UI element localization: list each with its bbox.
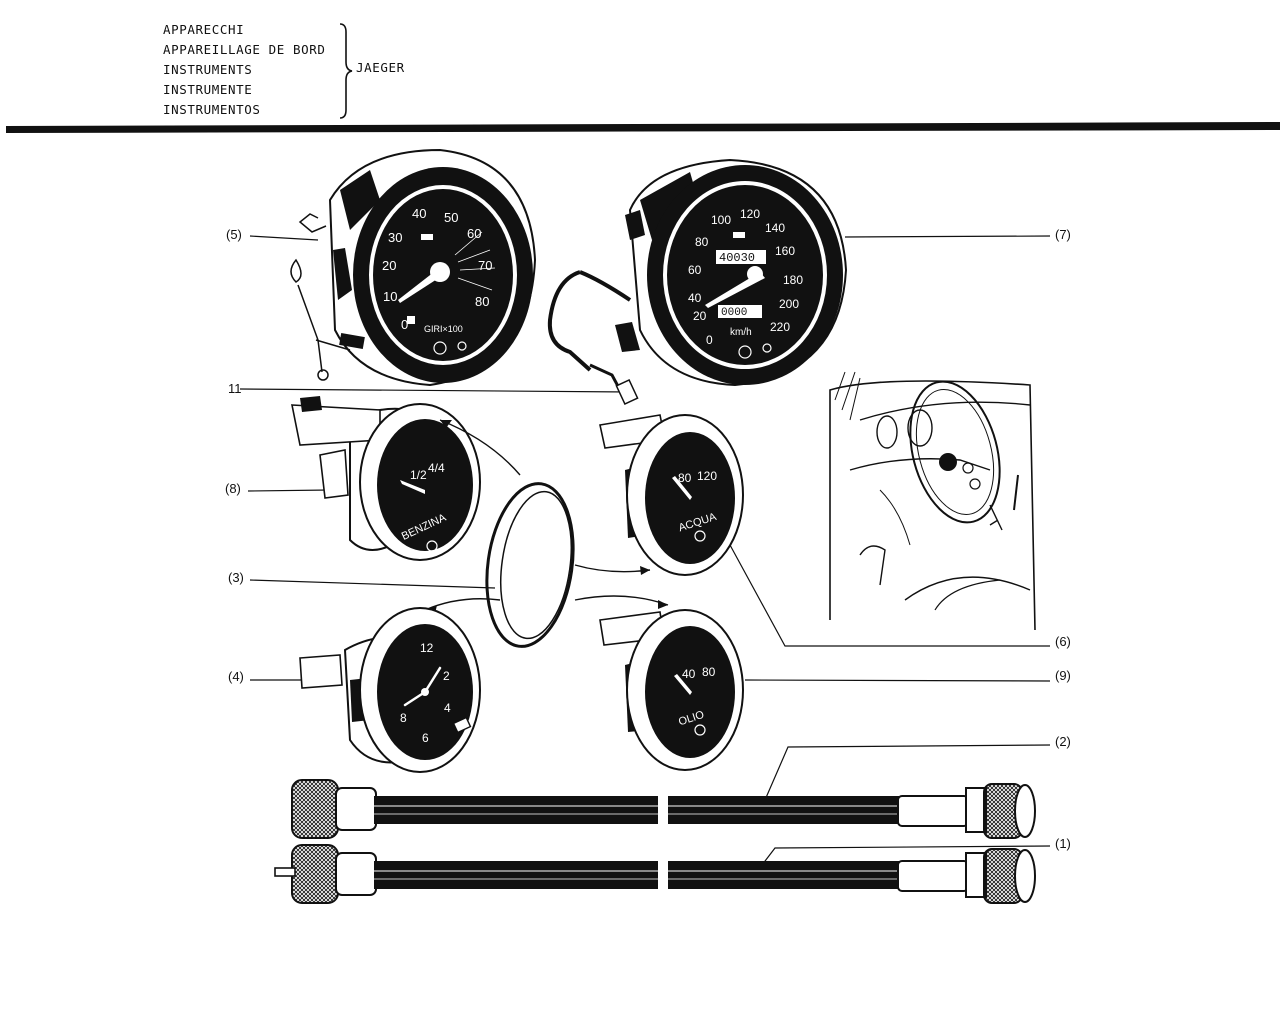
tach-tick-0: 0 xyxy=(401,317,408,332)
speed-tick-120: 120 xyxy=(740,207,760,221)
clock-tick-6: 6 xyxy=(422,731,429,745)
oil-tick-40: 40 xyxy=(682,667,696,681)
tach-tick-20: 20 xyxy=(382,258,396,273)
speed-tick-100: 100 xyxy=(711,213,731,227)
clock: 12 2 4 6 8 xyxy=(299,607,481,773)
callout-5: (5) xyxy=(226,227,242,242)
oil-tick-80: 80 xyxy=(702,665,716,679)
tach-tick-10: 10 xyxy=(383,289,397,304)
speed-tick-140: 140 xyxy=(765,221,785,235)
callout-11: 11 xyxy=(228,381,242,396)
tachometer: 0 10 20 30 40 50 60 70 80 GIRI×100 xyxy=(290,148,537,387)
title-de: INSTRUMENTE xyxy=(163,82,253,97)
speed-tick-220: 220 xyxy=(770,320,790,334)
speed-tick-200: 200 xyxy=(779,297,799,311)
dashboard-inset xyxy=(829,371,1036,631)
clock-tick-12: 12 xyxy=(420,641,434,655)
callout-3: (3) xyxy=(228,570,244,585)
speed-tick-180: 180 xyxy=(783,273,803,287)
callout-2: (2) xyxy=(1055,734,1071,749)
water-tick-80: 80 xyxy=(678,471,692,485)
callout-6: (6) xyxy=(1055,634,1071,649)
tach-tick-70: 70 xyxy=(478,258,492,273)
title-it: APPARECCHI xyxy=(163,22,245,37)
trip-odometer: 0000 xyxy=(721,307,747,319)
brace-icon xyxy=(339,23,353,119)
oil-pressure-gauge: 40 80 OLIO xyxy=(599,609,744,771)
tach-tick-80: 80 xyxy=(475,294,489,309)
fuel-tick-half: 1/2 xyxy=(410,468,427,482)
leader-lines xyxy=(239,235,1051,866)
clock-tick-8: 8 xyxy=(400,711,407,725)
title-fr: APPAREILLAGE DE BORD xyxy=(163,42,326,57)
manufacturer-name: JAEGER xyxy=(356,60,405,75)
tachometer-cable-1 xyxy=(274,844,1036,904)
callout-7: (7) xyxy=(1055,227,1071,242)
water-tick-120: 120 xyxy=(697,469,717,483)
speedometer-scale: 0 20 40 60 80 100 120 140 160 180 200 22… xyxy=(688,207,803,347)
title-en: INSTRUMENTS xyxy=(163,62,253,77)
speedometer: 40030 0000 0 20 40 60 80 100 120 140 160… xyxy=(547,158,848,406)
speed-tick-60: 60 xyxy=(688,263,702,277)
speed-tick-20: 20 xyxy=(693,309,707,323)
tach-tick-60: 60 xyxy=(467,226,481,241)
clock-tick-4: 4 xyxy=(444,701,451,715)
callout-1: (1) xyxy=(1055,836,1071,851)
callout-8: (8) xyxy=(225,481,241,496)
header-divider xyxy=(6,122,1280,133)
speedometer-cable-2 xyxy=(291,779,1036,839)
speed-tick-80: 80 xyxy=(695,235,709,249)
tach-tick-30: 30 xyxy=(388,230,402,245)
clock-tick-2: 2 xyxy=(443,669,450,683)
tach-tick-50: 50 xyxy=(444,210,458,225)
speed-unit: km/h xyxy=(730,327,752,338)
water-temperature-gauge: 80 120 ACQUA xyxy=(599,414,744,576)
fuel-gauge: 1/2 4/4 BENZINA xyxy=(291,396,481,561)
callout-9: (9) xyxy=(1055,668,1071,683)
speed-tick-160: 160 xyxy=(775,244,795,258)
callout-4: (4) xyxy=(228,669,244,684)
title-es: INSTRUMENTOS xyxy=(163,102,261,117)
odometer: 40030 xyxy=(719,251,755,265)
tach-tick-40: 40 xyxy=(412,206,426,221)
speed-tick-0: 0 xyxy=(706,333,713,347)
bezel-ring xyxy=(485,482,575,648)
tach-caption: GIRI×100 xyxy=(424,324,463,334)
tachometer-scale: 0 10 20 30 40 50 60 70 80 GIRI×100 xyxy=(382,206,492,334)
fuel-tick-full: 4/4 xyxy=(428,461,445,475)
speed-tick-40: 40 xyxy=(688,291,702,305)
